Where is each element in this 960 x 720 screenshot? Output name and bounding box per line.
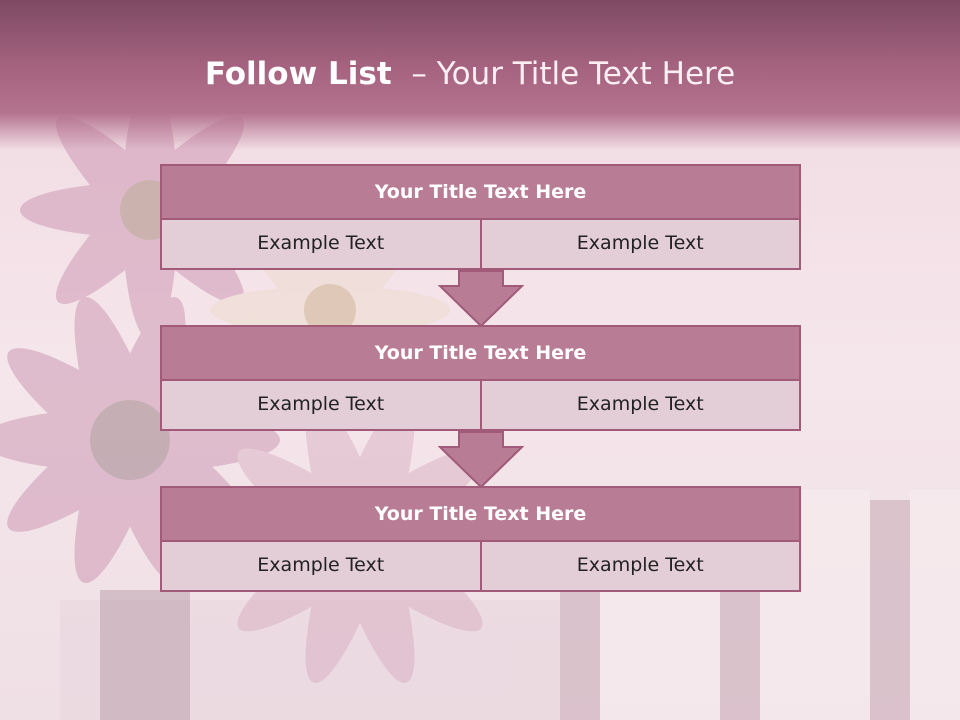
vase (100, 590, 190, 720)
block-cell-right: Example Text (481, 381, 801, 431)
block-title: Your Title Text Here (160, 325, 801, 381)
list-block-1: Your Title Text Here Example Text Exampl… (160, 164, 801, 270)
down-arrow-icon (438, 270, 524, 328)
block-cell-left: Example Text (160, 220, 482, 270)
block-title: Your Title Text Here (160, 164, 801, 220)
header-band (0, 0, 960, 150)
block-cell-right: Example Text (481, 220, 801, 270)
block-row: Example Text Example Text (160, 381, 801, 431)
list-block-2: Your Title Text Here Example Text Exampl… (160, 325, 801, 431)
block-cell-left: Example Text (160, 542, 482, 592)
block-title: Your Title Text Here (160, 486, 801, 542)
slide-title: Follow List – Your Title Text Here (0, 56, 940, 92)
slide-title-bold: Follow List (204, 56, 392, 92)
list-block-3: Your Title Text Here Example Text Exampl… (160, 486, 801, 592)
block-cell-right: Example Text (481, 542, 801, 592)
down-arrow-icon (438, 431, 524, 489)
block-cell-left: Example Text (160, 381, 482, 431)
block-row: Example Text Example Text (160, 542, 801, 592)
block-row: Example Text Example Text (160, 220, 801, 270)
slide-title-rest: – Your Title Text Here (411, 56, 736, 92)
